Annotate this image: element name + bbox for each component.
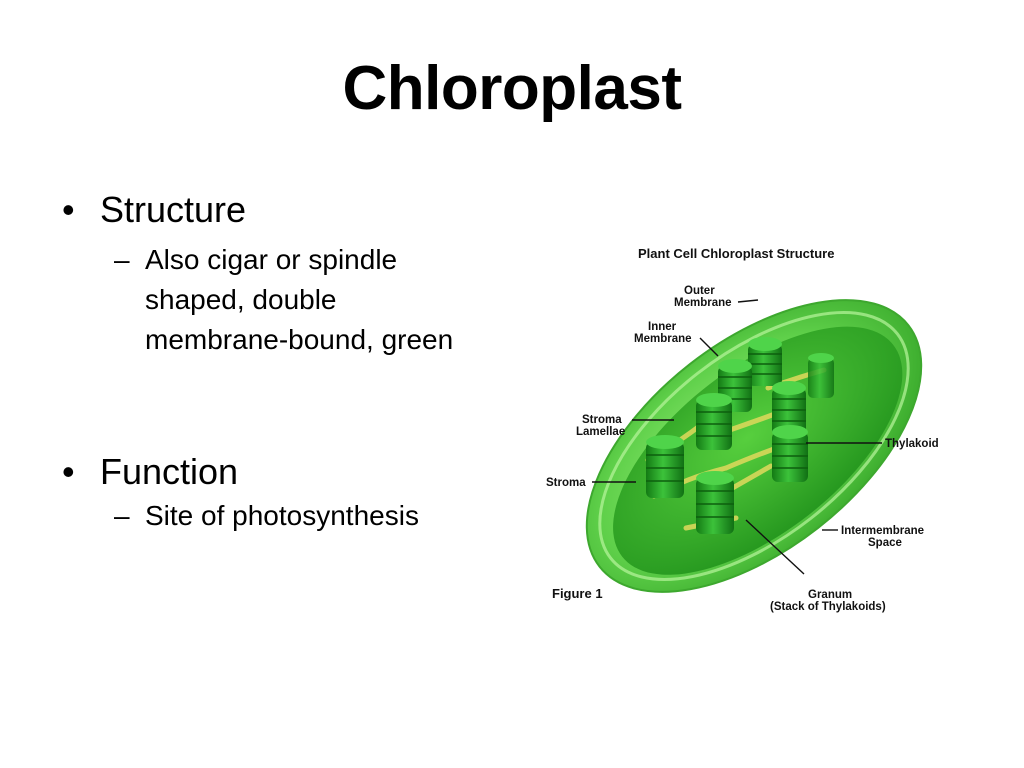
sub-bullet-mark: – <box>114 500 130 531</box>
label-inner-membrane-2: Membrane <box>634 333 692 345</box>
sub-bullet-structure: – Also cigar or spindle shaped, double m… <box>114 240 502 360</box>
label-thylakoid: Thylakoid <box>885 438 939 450</box>
label-granum-2: (Stack of Thylakoids) <box>770 601 886 613</box>
granum-5 <box>772 425 808 482</box>
label-inner-membrane-1: Inner <box>648 321 677 333</box>
label-outer-membrane-1: Outer <box>684 285 715 297</box>
bullet-list: • Structure – Also cigar or spindle shap… <box>62 188 502 536</box>
granum-4 <box>696 393 732 450</box>
label-intermembrane-2: Space <box>868 537 902 549</box>
leader-lines <box>592 299 882 575</box>
inner-membrane-shape <box>598 311 910 581</box>
label-stroma-lamellae-2: Lamellae <box>576 426 625 438</box>
granum-1 <box>748 337 782 386</box>
label-granum-1: Granum <box>808 589 852 601</box>
sub-bullet-mark: – <box>114 244 130 275</box>
bullet-structure: • Structure <box>62 188 502 232</box>
sub-bullet-text: Also cigar or spindle shaped, double mem… <box>145 244 454 355</box>
label-intermembrane-1: Intermembrane <box>841 525 924 537</box>
bullet-text: Structure <box>100 189 247 230</box>
bullet-function: • Function <box>62 450 502 494</box>
chloroplast-figure: Plant Cell Chloroplast Structure Figure … <box>536 238 956 628</box>
label-stroma: Stroma <box>546 477 586 489</box>
bullet-mark: • <box>62 451 75 492</box>
chloroplast-diagram: Plant Cell Chloroplast Structure Figure … <box>546 246 939 613</box>
slide-title: Chloroplast <box>342 54 682 123</box>
granum-3 <box>772 381 806 436</box>
granum-6 <box>646 435 684 498</box>
label-stroma-lamellae-1: Stroma <box>582 414 622 426</box>
figure-caption: Figure 1 <box>552 586 603 601</box>
sub-bullet-text: Site of photosynthesis <box>145 500 419 531</box>
grana <box>646 337 834 534</box>
bullet-text: Function <box>100 451 239 492</box>
granum-8 <box>808 353 834 398</box>
label-outer-membrane-2: Membrane <box>674 297 732 309</box>
sub-bullet-function: – Site of photosynthesis <box>114 496 502 536</box>
figure-title: Plant Cell Chloroplast Structure <box>638 246 834 261</box>
bullet-mark: • <box>62 189 75 230</box>
granum-7 <box>696 471 734 534</box>
